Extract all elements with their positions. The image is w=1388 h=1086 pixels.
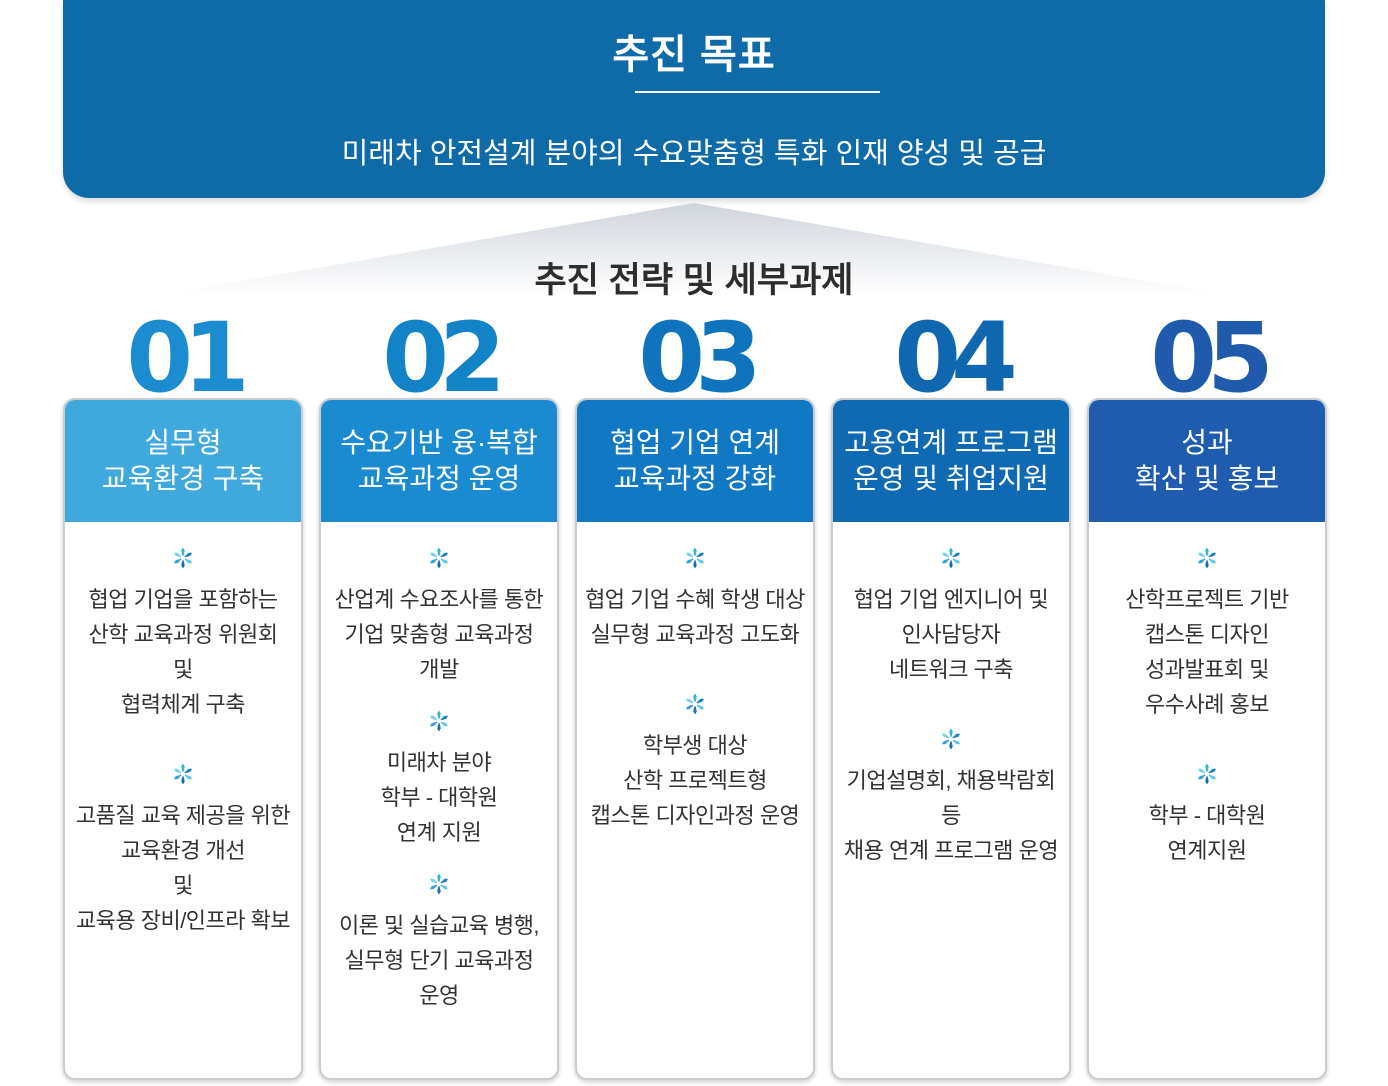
task-text: 기업설명회, 채용박람회 등 채용 연계 프로그램 운영 — [843, 768, 1059, 863]
goal-description: 미래차 안전설계 분야의 수요맞춤형 특화 인재 양성 및 공급 — [341, 138, 1047, 170]
snowflake-icon — [173, 763, 193, 785]
task-item: 학부 - 대학원 연계지원 — [1089, 762, 1325, 868]
task-text: 이론 및 실습교육 병행, 실무형 단기 교육과정 운영 — [338, 913, 540, 1008]
task-text: 협업 기업 엔지니어 및 인사담당자 네트워크 구축 — [853, 587, 1049, 682]
snowflake-icon — [685, 693, 705, 715]
strategy-number: 01 — [126, 302, 250, 414]
strategy-card-title: 고용연계 프로그램 운영 및 취업지원 — [833, 400, 1069, 522]
task-item: 이론 및 실습교육 병행, 실무형 단기 교육과정 운영 — [321, 872, 557, 1013]
snowflake-icon — [1197, 547, 1217, 569]
snowflake-icon — [685, 547, 705, 569]
task-item: 기업설명회, 채용박람회 등 채용 연계 프로그램 운영 — [833, 727, 1069, 868]
strategy-card-title: 실무형 교육환경 구축 — [65, 400, 301, 522]
snowflake-icon — [941, 547, 961, 569]
task-text: 미래차 분야 학부 - 대학원 연계 지원 — [380, 750, 498, 845]
snowflake-icon — [429, 873, 449, 895]
task-item: 협업 기업을 포함하는 산학 교육과정 위원회 및 협력체계 구축 — [65, 546, 301, 722]
task-text: 협업 기업 수혜 학생 대상 실무형 교육과정 고도화 — [585, 587, 805, 647]
strategy-number: 03 — [638, 302, 762, 414]
strategy-card-title: 수요기반 융·복합 교육과정 운영 — [321, 400, 557, 522]
goal-title: 추진 목표 — [612, 33, 776, 77]
task-item: 협업 기업 수혜 학생 대상 실무형 교육과정 고도화 — [577, 546, 813, 652]
strategy-card-title: 협업 기업 연계 교육과정 강화 — [577, 400, 813, 522]
strategy-number: 04 — [894, 302, 1018, 414]
strategy-number: 02 — [382, 302, 506, 414]
task-text: 산학프로젝트 기반 캡스톤 디자인 성과발표회 및 우수사례 홍보 — [1125, 587, 1289, 717]
task-item: 협업 기업 엔지니어 및 인사담당자 네트워크 구축 — [833, 546, 1069, 687]
task-item: 산학프로젝트 기반 캡스톤 디자인 성과발표회 및 우수사례 홍보 — [1089, 546, 1325, 722]
goal-divider — [635, 91, 880, 93]
task-text: 산업계 수요조사를 통한 기업 맞춤형 교육과정 개발 — [334, 587, 544, 682]
strategy-title: 추진 전략 및 세부과제 — [534, 261, 854, 300]
task-text: 학부생 대상 산학 프로젝트형 캡스톤 디자인과정 운영 — [590, 733, 800, 828]
snowflake-icon — [429, 547, 449, 569]
strategy-number: 05 — [1150, 302, 1274, 414]
snowflake-icon — [1197, 763, 1217, 785]
task-item: 산업계 수요조사를 통한 기업 맞춤형 교육과정 개발 — [321, 546, 557, 687]
snowflake-icon — [173, 547, 193, 569]
goal-banner: 추진 목표 미래차 안전설계 분야의 수요맞춤형 특화 인재 양성 및 공급 — [63, 0, 1325, 198]
roof-triangle — [160, 203, 1228, 295]
strategy-card-title: 성과 확산 및 홍보 — [1089, 400, 1325, 522]
task-text: 고품질 교육 제공을 위한 교육환경 개선 및 교육용 장비/인프라 확보 — [75, 803, 291, 933]
task-text: 협업 기업을 포함하는 산학 교육과정 위원회 및 협력체계 구축 — [88, 587, 278, 717]
task-item: 학부생 대상 산학 프로젝트형 캡스톤 디자인과정 운영 — [577, 692, 813, 833]
task-text: 학부 - 대학원 연계지원 — [1148, 803, 1266, 863]
snowflake-icon — [941, 728, 961, 750]
snowflake-icon — [429, 710, 449, 732]
task-item: 고품질 교육 제공을 위한 교육환경 개선 및 교육용 장비/인프라 확보 — [65, 762, 301, 938]
task-item: 미래차 분야 학부 - 대학원 연계 지원 — [321, 709, 557, 850]
